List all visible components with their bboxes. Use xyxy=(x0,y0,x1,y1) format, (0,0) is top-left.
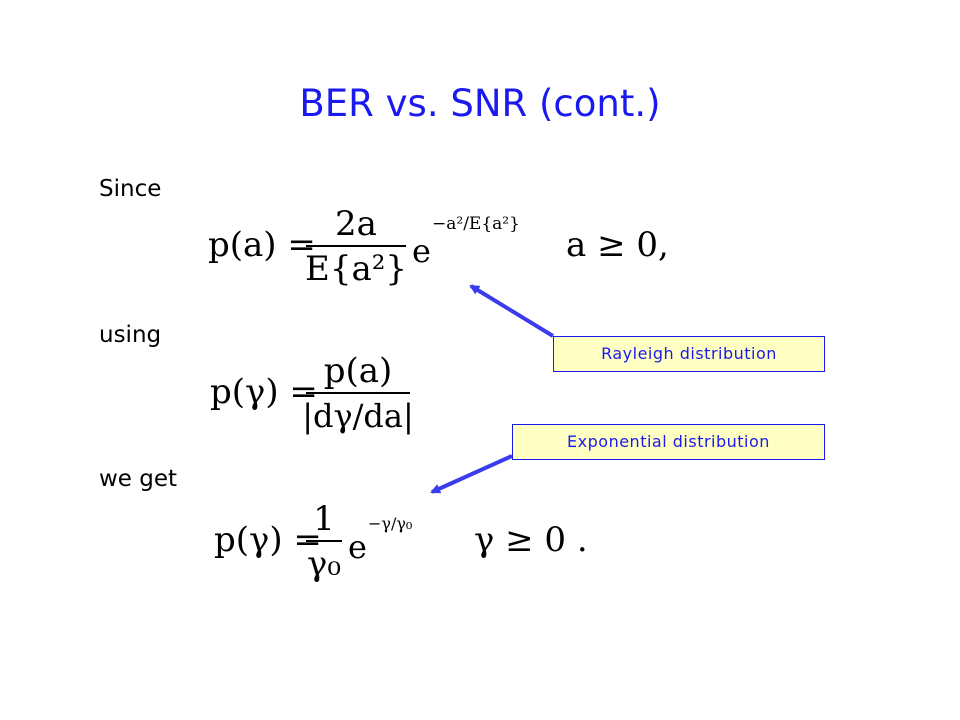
equation-exponential-exp-base: e xyxy=(348,528,367,566)
equation-rayleigh-exp-base: e xyxy=(412,232,431,270)
equation-exponential-fraction: 1 γ₀ xyxy=(306,498,342,586)
equation-rayleigh-lhs: p(a) = xyxy=(208,225,316,265)
callout-exponential: Exponential distribution xyxy=(512,424,825,460)
slide-title: BER vs. SNR (cont.) xyxy=(299,82,661,125)
fraction-bar xyxy=(306,245,406,247)
equation-rayleigh-fraction: 2a E{a²} xyxy=(305,203,407,291)
label-using: using xyxy=(99,322,162,348)
equation-transform-numerator: p(a) xyxy=(323,351,393,391)
equation-exponential-condition: γ ≥ 0 . xyxy=(474,520,588,560)
equation-exponential-lhs: p(γ) = xyxy=(214,520,322,560)
exponential-arrow xyxy=(430,454,513,494)
equation-exponential-denominator: γ₀ xyxy=(307,544,341,584)
equation-exponential-numerator: 1 xyxy=(313,499,335,539)
equation-transform-denominator: |dγ/da| xyxy=(302,397,414,435)
equation-transform-lhs: p(γ) = xyxy=(210,372,318,412)
rayleigh-arrow xyxy=(469,284,555,338)
equation-exponential-exponent: −γ/γ₀ xyxy=(368,514,413,533)
label-since: Since xyxy=(99,176,162,202)
label-we-get: we get xyxy=(99,466,178,492)
equation-rayleigh-exponent: −a²/E{a²} xyxy=(432,214,520,234)
fraction-bar xyxy=(306,540,342,542)
equation-rayleigh-numerator: 2a xyxy=(335,204,377,244)
fraction-bar xyxy=(306,392,410,394)
equation-transform-fraction: p(a) |dγ/da| xyxy=(302,350,414,438)
equation-rayleigh-denominator: E{a²} xyxy=(305,249,407,289)
callout-rayleigh: Rayleigh distribution xyxy=(553,336,825,372)
equation-rayleigh-condition: a ≥ 0, xyxy=(566,225,669,265)
